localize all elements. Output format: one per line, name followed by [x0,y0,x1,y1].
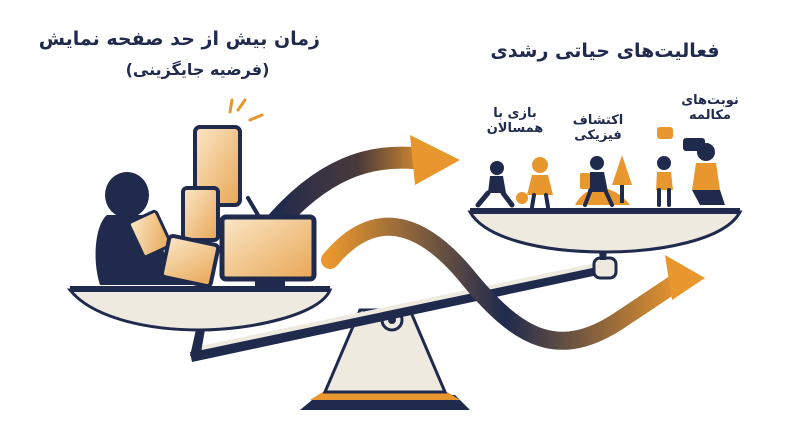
tv-icon [219,194,317,287]
children-playing-icon [475,157,553,209]
activity-peer-play-line2: همسالان [486,121,544,136]
left-title: زمان بیش از حد صفحه نمایش [38,28,320,50]
hiking-child-icon [575,155,632,207]
left-scale-plate [66,286,333,332]
activity-conversation-label: نوبت‌های مکالمه [675,93,745,123]
child-with-tablet-icon [95,172,200,285]
activity-physical-exploration-line1: اکتشاف [572,113,624,128]
activity-conversation-line2: مکالمه [689,108,731,123]
tablet-icon [159,234,221,288]
wave-arrow-icon [321,217,705,350]
activity-physical-exploration-label: اکتشاف فیزیکی [568,113,628,143]
left-subtitle: (فرضیه جایگزینی) [125,60,270,79]
activity-peer-play-line1: بازی با [493,106,537,121]
smartphone-small-icon [181,186,220,242]
parent-child-conversation-icon [656,127,725,207]
right-scale-plate [467,208,743,254]
upward-arrow-icon [259,135,460,241]
activity-physical-exploration-line2: فیزیکی [574,128,622,143]
activity-peer-play-label: بازی با همسالان [485,106,545,136]
right-title: فعالیت‌های حیاتی رشدی [490,40,720,62]
activity-conversation-line1: نوبت‌های [681,93,739,108]
